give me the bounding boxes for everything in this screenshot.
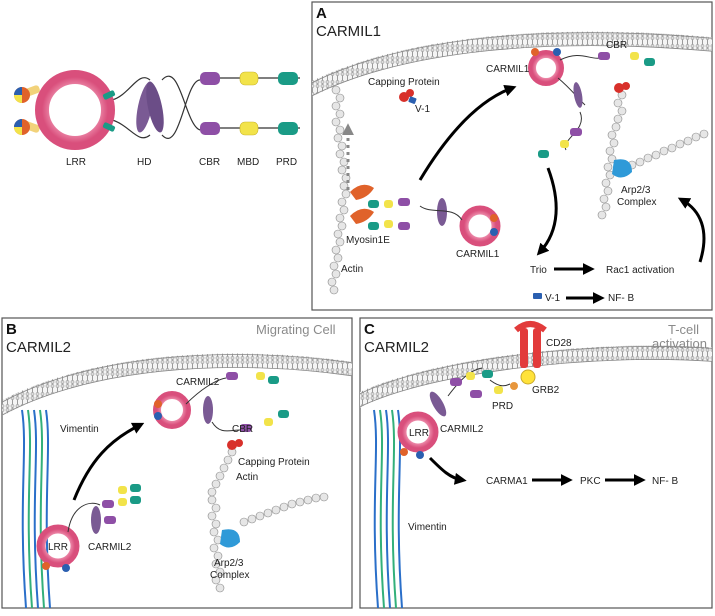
bound-capping-protein-icon — [614, 82, 630, 93]
lrr-label: LRR — [66, 157, 86, 168]
grb2-label: GRB2 — [532, 385, 560, 396]
actin-filament-branch — [597, 90, 709, 220]
carmil2-bottom-molecule — [36, 484, 141, 572]
carmil2-bottom-label: CARMIL2 — [88, 542, 132, 553]
carmil2-top-molecule — [153, 372, 289, 432]
actin-label: Actin — [236, 472, 258, 483]
carmil2-top-label: CARMIL2 — [176, 377, 220, 388]
carmil1-top-molecule — [528, 48, 655, 158]
carma1-arrow — [428, 456, 467, 485]
myosin1e-icon — [350, 184, 374, 224]
prd-label: PRD — [276, 157, 297, 168]
capping-protein-label: Capping Protein — [368, 77, 440, 88]
complex-label: Complex — [210, 570, 249, 581]
trio-arrow — [536, 167, 558, 256]
panel-b-title: CARMIL2 — [6, 339, 71, 356]
cbr-label: CBR — [232, 424, 253, 435]
v1-label: V-1 — [415, 104, 430, 115]
hd-domain-icon — [136, 81, 164, 133]
panel-a-title: CARMIL1 — [316, 23, 381, 40]
cbr-label: CBR — [606, 40, 627, 51]
panel-c: C CARMIL2 T-cell activation CD28 GRB2 PR… — [359, 317, 713, 609]
panel-b: B CARMIL2 Migrating Cell Vimentin CARMIL… — [1, 317, 353, 609]
cell-membrane — [312, 31, 712, 97]
arp-label: Arp2/3 — [621, 185, 651, 196]
carmil1-bottom-molecule — [368, 198, 501, 247]
complex-label: Complex — [617, 197, 656, 208]
nfkb-label: NF- B — [608, 293, 634, 304]
nfkb-label: NF- B — [652, 476, 678, 487]
carmil2-label: CARMIL2 — [440, 424, 484, 435]
capping-protein-icon — [399, 89, 417, 104]
capping-protein-icon — [227, 439, 243, 450]
carma1-label: CARMA1 — [486, 476, 528, 487]
carmil1-top-label: CARMIL1 — [486, 64, 530, 75]
trio-label: Trio — [530, 265, 547, 276]
recruitment-arrow — [72, 422, 145, 501]
grb2-icon — [520, 369, 536, 385]
myosin1e-label: Myosin1E — [346, 235, 390, 246]
actin-label: Actin — [341, 264, 363, 275]
cbr-domain-icon — [200, 72, 220, 135]
panel-c-title: CARMIL2 — [364, 339, 429, 356]
cd28-receptor-icon — [514, 321, 547, 368]
rac1-label: Rac1 activation — [606, 265, 674, 276]
prd-label: PRD — [492, 401, 513, 412]
panel-c-subtitle-1: T-cell — [668, 322, 699, 337]
lrr-label: LRR — [48, 542, 68, 553]
panel-a-letter: A — [316, 5, 327, 22]
cbr-label: CBR — [199, 157, 220, 168]
panel-b-subtitle: Migrating Cell — [256, 322, 336, 337]
cell-membrane — [360, 345, 712, 408]
cell-membrane — [2, 353, 352, 417]
phospho-icon — [510, 382, 518, 390]
v1-icon — [533, 293, 542, 299]
panel-c-subtitle-2: activation — [652, 336, 707, 351]
mbd-label: MBD — [237, 157, 259, 168]
domain-overview: LRR HD CBR MBD PRD — [14, 70, 300, 168]
panel-b-letter: B — [6, 321, 17, 338]
pkc-label: PKC — [580, 476, 601, 487]
actin-filament — [207, 447, 329, 593]
panel-a: A CARMIL1 Capping Protein V-1 CARMIL1 CB… — [311, 1, 713, 311]
lrr-label: LRR — [409, 428, 429, 439]
hd-label: HD — [137, 157, 151, 168]
cd28-label: CD28 — [546, 338, 572, 349]
arp-complex-icon — [220, 529, 240, 548]
v1-bottom-label: V-1 — [545, 293, 560, 304]
rac1-arp-arrow — [677, 197, 706, 263]
vimentin-label: Vimentin — [408, 522, 447, 533]
cap-domain-icon — [14, 87, 30, 135]
panel-c-letter: C — [364, 321, 375, 338]
carmil1-bottom-label: CARMIL1 — [456, 249, 500, 260]
capping-protein-label: Capping Protein — [238, 457, 310, 468]
arp-label: Arp2/3 — [214, 558, 244, 569]
lrr-ring-icon — [35, 70, 115, 150]
arp-complex-icon — [612, 159, 632, 178]
mbd-domain-icon — [239, 71, 259, 136]
prd-domain-icon — [278, 72, 298, 135]
carmil2-molecule — [397, 367, 511, 459]
vimentin-label: Vimentin — [60, 424, 99, 435]
recruitment-arrow — [418, 84, 517, 181]
vimentin-filament — [21, 409, 51, 608]
